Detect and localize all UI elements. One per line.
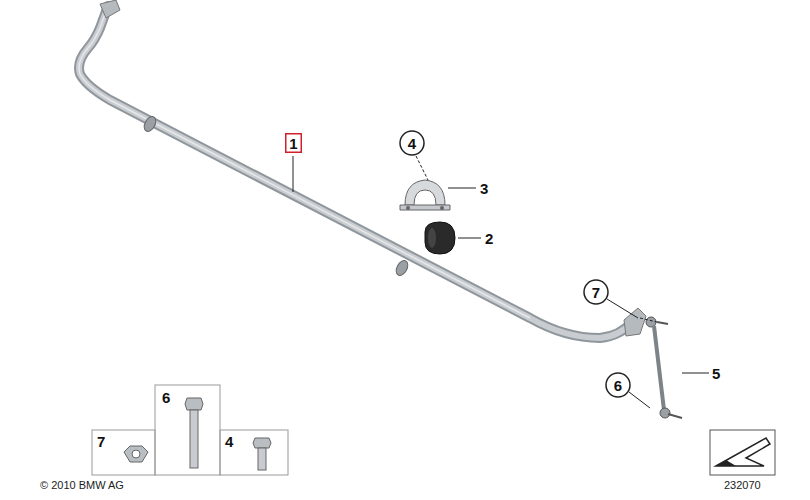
callout-number: 1 [289,136,297,151]
callout-box: 1 [285,133,302,153]
callout-circle: 7 [583,279,609,305]
callout-circle: 4 [399,130,425,156]
callout-shape [606,373,630,397]
callout-shape [584,280,608,304]
callout-number: 4 [225,434,233,449]
callout-number: 7 [97,434,105,449]
footer-text: 232070 [724,480,761,491]
callout-number: 5 [712,366,720,381]
callout-number: 6 [614,378,622,393]
callout-number: 6 [162,390,170,405]
callout-number: 4 [408,136,416,151]
callout-number: 3 [480,181,488,196]
footer-text: © 2010 BMW AG [40,480,124,491]
callout-number: 7 [592,285,600,300]
callout-shape [400,131,424,155]
callout-circle: 6 [605,372,631,398]
callout-shape [286,134,302,153]
callout-number: 2 [485,231,493,246]
